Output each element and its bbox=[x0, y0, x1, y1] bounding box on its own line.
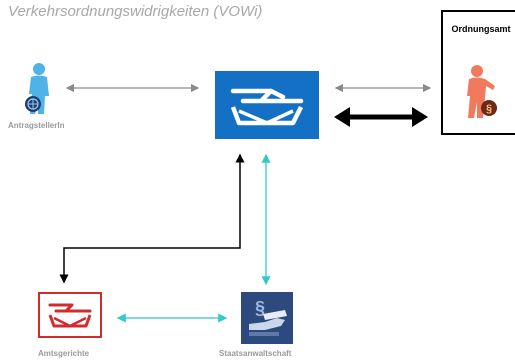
authority-box: Ordnungsamt § bbox=[441, 10, 515, 135]
authority-title: Ordnungsamt bbox=[451, 24, 511, 34]
arrowhead-thick-right bbox=[412, 107, 428, 127]
prosecutor-label: Staatsanwaltschaft bbox=[219, 349, 292, 358]
svg-text:§: § bbox=[486, 103, 492, 115]
person-with-paragraph-icon: § bbox=[467, 65, 497, 118]
envelope-service-logo-icon bbox=[230, 88, 304, 126]
applicant-label: AntragstellerIn bbox=[8, 121, 65, 130]
court-box bbox=[38, 292, 102, 338]
prosecutor-box: § bbox=[241, 292, 293, 344]
diagram-title: Verkehrsordnungswidrigkeiten (VOWi) bbox=[8, 3, 263, 20]
envelope-service-logo-icon bbox=[48, 303, 92, 328]
person-with-globe-icon bbox=[25, 63, 49, 114]
paragraph-hand-icon: § bbox=[249, 298, 287, 336]
central-hub bbox=[215, 71, 319, 139]
court-label: Amtsgerichte bbox=[38, 349, 90, 358]
arrow-hub-court bbox=[59, 153, 245, 284]
svg-text:§: § bbox=[255, 298, 265, 318]
arrowhead-thick-left bbox=[334, 107, 350, 127]
